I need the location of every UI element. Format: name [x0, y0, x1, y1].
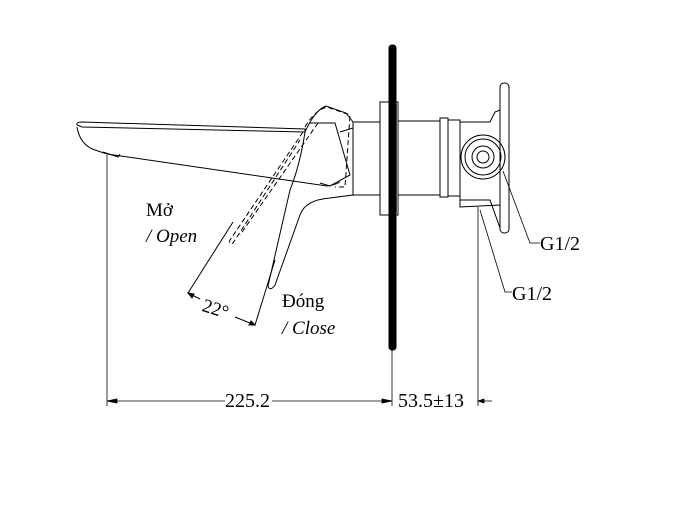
thread-label-bottom: G1/2	[512, 283, 552, 305]
close-label-en: / Close	[282, 318, 336, 339]
close-label: Đóng	[282, 291, 325, 312]
handle-open	[228, 106, 351, 245]
handle-closed	[267, 105, 354, 290]
wall-depth-dimension: 53.5±13	[398, 390, 464, 412]
spout-reach-dimension: 225.2	[225, 390, 270, 412]
wall	[388, 44, 397, 351]
dimension-lines	[106, 155, 492, 406]
open-label-en: / Open	[146, 226, 198, 247]
thread-label-top: G1/2	[540, 233, 580, 255]
open-label: Mở	[146, 200, 173, 221]
valve-body	[352, 82, 510, 234]
angle-dimension	[186, 221, 276, 326]
leader-lines	[479, 170, 540, 293]
